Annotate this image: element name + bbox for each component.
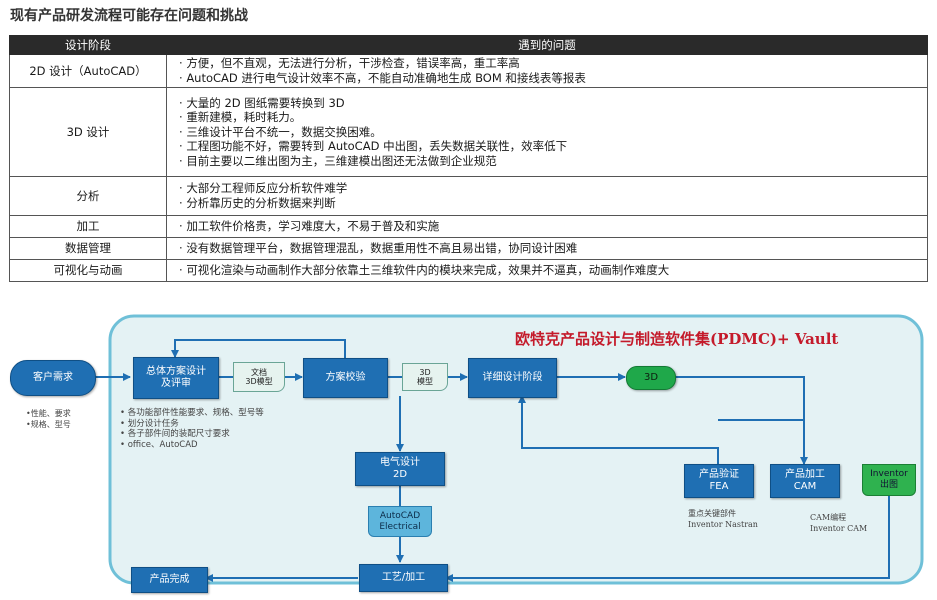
page-title: 现有产品研发流程可能存在问题和挑战: [10, 8, 248, 24]
issues-cell: 大部分工程师反应分析软件难学 分析靠历史的分析数据来判断: [166, 176, 928, 216]
product-complete-node: 产品完成: [131, 567, 208, 593]
issue-line: 分析靠历史的分析数据来判断: [173, 196, 921, 211]
stage-cell: 分析: [9, 176, 167, 216]
problems-table: 设计阶段 遇到的问题 2D 设计（AutoCAD） 方便，但不直观，无法进行分析…: [9, 35, 928, 282]
issue-line: 大量的 2D 图纸需要转换到 3D: [173, 96, 921, 111]
issue-line: 方便，但不直观，无法进行分析，干涉检查，错误率高，重工率高: [173, 56, 921, 71]
product-processing-cam-node: 产品加工 CAM: [770, 464, 840, 498]
issue-line: 重新建模，耗时耗力。: [173, 110, 921, 125]
table-header-row: 设计阶段 遇到的问题: [9, 35, 928, 55]
table-row: 3D 设计 大量的 2D 图纸需要转换到 3D 重新建模，耗时耗力。 三维设计平…: [9, 87, 928, 177]
issues-cell: 可视化渲染与动画制作大部分依靠土三维软件内的模块来完成，效果并不逼真，动画制作难…: [166, 259, 928, 282]
header-issues: 遇到的问题: [166, 35, 928, 55]
autocad-electrical-doc: AutoCAD Electrical: [368, 506, 432, 537]
detail-design-node: 详细设计阶段: [468, 358, 557, 398]
issue-line: 大部分工程师反应分析软件难学: [173, 181, 921, 196]
issue-line: 三维设计平台不统一，数据交换困难。: [173, 125, 921, 140]
table-row: 分析 大部分工程师反应分析软件难学 分析靠历史的分析数据来判断: [9, 176, 928, 216]
electrical-design-node: 电气设计 2D: [355, 452, 445, 486]
document-3d-model-doc: 文档 3D模型: [233, 362, 285, 392]
customer-notes: •性能、要求 •规格、型号: [26, 409, 71, 429]
process-machining-node: 工艺/加工: [359, 564, 448, 592]
header-stage: 设计阶段: [9, 35, 167, 55]
issues-cell: 大量的 2D 图纸需要转换到 3D 重新建模，耗时耗力。 三维设计平台不统一，数…: [166, 87, 928, 177]
issue-line: 工程图功能不好，需要转到 AutoCAD 中出图，丢失数据关联性，效率低下: [173, 139, 921, 154]
overall-note: 划分设计任务: [120, 419, 290, 430]
stage-cell: 加工: [9, 215, 167, 238]
issue-line: 加工软件价格贵，学习难度大，不易于普及和实施: [173, 219, 921, 234]
table-row: 加工 加工软件价格贵，学习难度大，不易于普及和实施: [9, 215, 928, 238]
issues-cell: 加工软件价格贵，学习难度大，不易于普及和实施: [166, 215, 928, 238]
cam-note: CAM编程 Inventor CAM: [810, 513, 868, 533]
3d-tag: 3D: [626, 366, 676, 390]
issue-line: 可视化渲染与动画制作大部分依靠土三维软件内的模块来完成，效果并不逼真，动画制作难…: [173, 263, 921, 278]
issues-cell: 方便，但不直观，无法进行分析，干涉检查，错误率高，重工率高 AutoCAD 进行…: [166, 54, 928, 88]
table-row: 可视化与动画 可视化渲染与动画制作大部分依靠土三维软件内的模块来完成，效果并不逼…: [9, 259, 928, 282]
issue-line: AutoCAD 进行电气设计效率不高，不能自动准确地生成 BOM 和接线表等报表: [173, 71, 921, 86]
overall-note: 各功能部件性能要求、规格、型号等: [120, 408, 290, 419]
issues-cell: 没有数据管理平台，数据管理混乱，数据重用性不高且易出错，协同设计困难: [166, 237, 928, 260]
3d-model-doc: 3D 模型: [402, 363, 448, 391]
inventor-drawing-doc: Inventor 出图: [862, 464, 916, 496]
suite-title: 欧特克产品设计与制造软件集(PDMC)+ Vault: [515, 330, 839, 348]
table-row: 数据管理 没有数据管理平台，数据管理混乱，数据重用性不高且易出错，协同设计困难: [9, 237, 928, 260]
overall-note: office、AutoCAD: [120, 440, 290, 451]
stage-cell: 2D 设计（AutoCAD）: [9, 54, 167, 88]
stage-cell: 可视化与动画: [9, 259, 167, 282]
issue-line: 没有数据管理平台，数据管理混乱，数据重用性不高且易出错，协同设计困难: [173, 241, 921, 256]
issue-line: 目前主要以二维出图为主，三维建模出图还无法做到企业规范: [173, 154, 921, 169]
overall-notes: 各功能部件性能要求、规格、型号等 划分设计任务 各子部件间的装配尺寸要求 off…: [120, 408, 290, 450]
stage-cell: 3D 设计: [9, 87, 167, 177]
overall-design-node: 总体方案设计 及评审: [133, 357, 219, 399]
table-row: 2D 设计（AutoCAD） 方便，但不直观，无法进行分析，干涉检查，错误率高，…: [9, 54, 928, 88]
overall-note: 各子部件间的装配尺寸要求: [120, 429, 290, 440]
product-verification-fea-node: 产品验证 FEA: [684, 464, 754, 498]
scheme-check-node: 方案校验: [303, 358, 388, 398]
workflow-diagram: 欧特克产品设计与制造软件集(PDMC)+ Vault 客户需求 •性能、要求 •…: [0, 300, 937, 600]
fea-note: 重点关键部件 Inventor Nastran: [688, 509, 758, 529]
stage-cell: 数据管理: [9, 237, 167, 260]
customer-requirement-node: 客户需求: [10, 360, 96, 396]
